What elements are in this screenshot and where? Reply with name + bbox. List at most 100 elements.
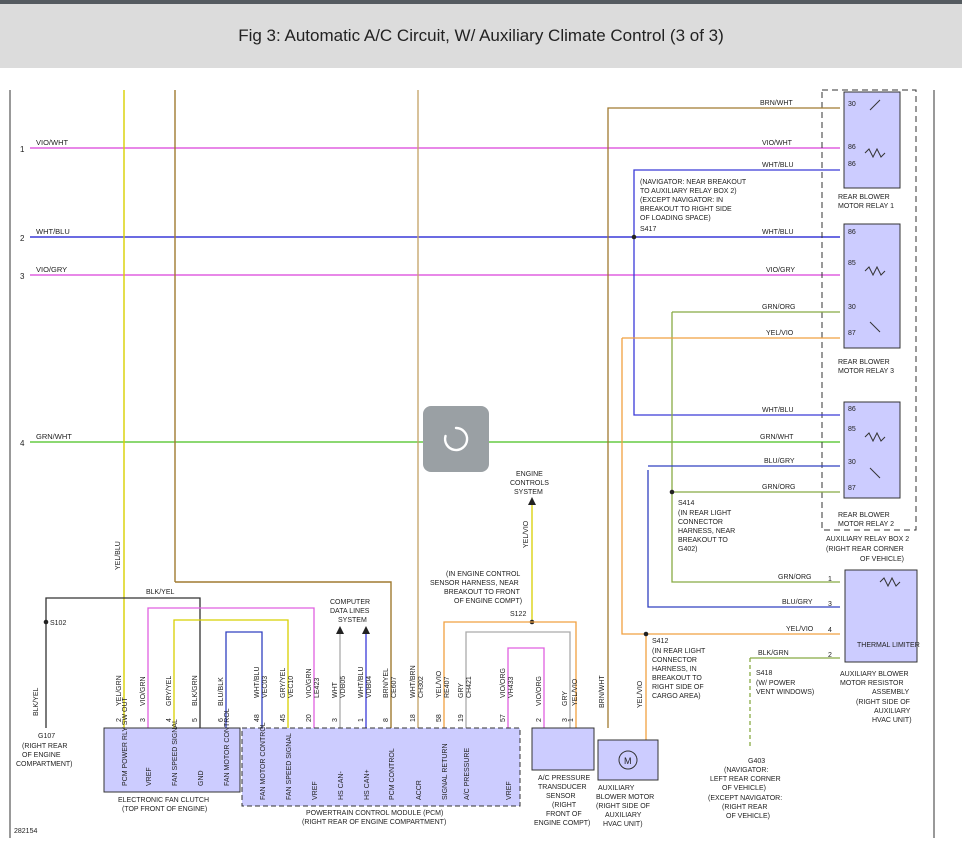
sensor-label-1: A/C PRESSURE bbox=[538, 775, 590, 782]
s417-note-4: BREAKOUT TO RIGHT SIDE bbox=[640, 206, 732, 213]
resistor-label-3: ASSEMBLY bbox=[872, 689, 910, 696]
pcm-circuit-id: RE407 bbox=[444, 676, 451, 698]
resistor-pin-1: 1 bbox=[828, 576, 832, 583]
s122-note-2: SENSOR HARNESS, NEAR bbox=[430, 580, 519, 587]
loading-spinner[interactable] bbox=[423, 406, 489, 472]
engine-controls-2: CONTROLS bbox=[510, 480, 549, 487]
s412-note-5: RIGHT SIDE OF bbox=[652, 684, 704, 691]
splice-s417: S417 bbox=[640, 226, 656, 233]
wire-blk-yel bbox=[45, 597, 201, 728]
resistor-pin-3: 3 bbox=[828, 601, 832, 608]
s412-note-3: HARNESS, IN bbox=[652, 666, 697, 673]
blower-label-4: AUXILIARY bbox=[605, 812, 642, 819]
line-number-3: 3 bbox=[20, 272, 25, 281]
relay2-coil bbox=[864, 431, 886, 443]
pcm-wire-label: GRY/YEL bbox=[280, 668, 287, 698]
wire-wht-blu-relay2 bbox=[633, 237, 840, 416]
wiring-diagram: 1 2 3 4 VIO/WHT WHT/BLU VIO/GRY GRN/WHT … bbox=[9, 89, 935, 838]
pcm-pin: 20 bbox=[306, 714, 313, 722]
splice-s418: S418 bbox=[756, 670, 772, 677]
pcm-circuit-id: VEC10 bbox=[288, 676, 295, 698]
pcm-circuit-id: VDB05 bbox=[340, 676, 347, 698]
s412-note-2: CONNECTOR bbox=[652, 657, 697, 664]
relay3-pin-86: 86 bbox=[848, 229, 856, 236]
relay2-pin-86: 86 bbox=[848, 406, 856, 413]
resistor-label-5: AUXILIARY bbox=[874, 708, 911, 715]
g403-note-4: (EXCEPT NAVIGATOR: bbox=[708, 795, 782, 802]
pcm-pin: 8 bbox=[383, 718, 390, 722]
fan-clutch-wire-label: VIO/GRN bbox=[140, 676, 147, 706]
wire-gry-sensor bbox=[465, 631, 571, 728]
pcm-function-label: PCM CONTROL bbox=[389, 748, 396, 800]
pcm-wire-label: WHT/BLU bbox=[358, 667, 365, 699]
pcm-wire-label: WHT/BRN bbox=[410, 665, 417, 698]
sensor-pin: 1 bbox=[568, 718, 575, 722]
pcm-function-label: VREF bbox=[312, 781, 319, 800]
splice-s102: S102 bbox=[50, 620, 66, 627]
sensor-wire-label: VIO/ORG bbox=[536, 676, 543, 706]
g403-note-3: OF VEHICLE) bbox=[722, 785, 766, 792]
relay2-switch bbox=[869, 467, 881, 479]
g403-note-2: LEFT REAR CORNER bbox=[710, 776, 781, 783]
pcm-pin: 1 bbox=[358, 718, 365, 722]
blower-label-1: AUXILIARY bbox=[598, 785, 635, 792]
sensor-pin: 2 bbox=[536, 718, 543, 722]
pcm-circuit-id: CE607 bbox=[391, 676, 398, 698]
wire-label-grn-org-relay3: GRN/ORG bbox=[762, 304, 795, 311]
fan-clutch-pin: 2 bbox=[116, 718, 123, 722]
g403-note-5: (RIGHT REAR bbox=[722, 804, 767, 811]
wire-label-grn-org-resistor: GRN/ORG bbox=[778, 574, 811, 581]
motor-symbol-circle bbox=[618, 750, 638, 770]
data-lines-2: DATA LINES bbox=[330, 608, 370, 615]
sensor-pin: 3 bbox=[562, 718, 569, 722]
s418-note-2: VENT WINDOWS) bbox=[756, 689, 814, 696]
pcm-circuit-id: VH433 bbox=[508, 676, 515, 698]
pcm-pin: 48 bbox=[254, 714, 261, 722]
thermal-limiter-label: THERMAL LIMITER bbox=[857, 642, 920, 649]
s412-note-6: CARGO AREA) bbox=[652, 693, 701, 700]
resistor-pin-4: 4 bbox=[828, 627, 832, 634]
wire-label-wht-blu-relay2: WHT/BLU bbox=[762, 407, 794, 414]
relay1-pin-86a: 86 bbox=[848, 144, 856, 151]
wire-label-blk-grn: BLK/GRN bbox=[758, 650, 789, 657]
s418-note-1: (W/ POWER bbox=[756, 680, 795, 687]
relay2-pin-85: 85 bbox=[848, 426, 856, 433]
engine-controls-3: SYSTEM bbox=[514, 489, 543, 496]
fan-clutch-circuit-label: VREF bbox=[146, 767, 153, 786]
sensor-label-3: SENSOR bbox=[546, 793, 576, 800]
relay2-pin-87: 87 bbox=[848, 485, 856, 492]
fan-clutch-circuit-label: GND bbox=[198, 770, 205, 786]
relay2-label-line1: REAR BLOWER bbox=[838, 512, 890, 519]
engine-controls-1: ENGINE bbox=[516, 471, 543, 478]
splice-s417-dot bbox=[631, 234, 637, 240]
data-lines-3: SYSTEM bbox=[338, 617, 367, 624]
pcm-pin: 45 bbox=[280, 714, 287, 722]
wire-vio-org-sensor bbox=[507, 647, 545, 728]
relay1-pin-30: 30 bbox=[848, 101, 856, 108]
fan-clutch-pin: 5 bbox=[192, 718, 199, 722]
g107-note-3: COMPARTMENT) bbox=[16, 761, 73, 768]
data-lines-arrow-right bbox=[362, 626, 370, 634]
pcm-circuit-id: LE423 bbox=[314, 678, 321, 698]
wire-brn-wht-right bbox=[607, 107, 840, 728]
engine-controls-arrow bbox=[528, 497, 536, 505]
fan-clutch-wire-label: BLK/GRN bbox=[192, 675, 199, 706]
s414-note-4: BREAKOUT TO bbox=[678, 537, 728, 544]
relay3-label-line2: MOTOR RELAY 3 bbox=[838, 368, 894, 375]
relay1-label-line2: MOTOR RELAY 1 bbox=[838, 203, 894, 210]
wire-label-brn-wht-right: BRN/WHT bbox=[760, 100, 793, 107]
wire-wht-blu-relay1 bbox=[633, 169, 840, 237]
wire-yel-vio-s122 bbox=[443, 621, 577, 728]
pcm-wire-label: WHT/BLU bbox=[254, 667, 261, 699]
blower-label-3: (RIGHT SIDE OF bbox=[596, 803, 650, 810]
pcm-function-label: HS CAN- bbox=[338, 771, 345, 800]
resistor-pin-2: 2 bbox=[828, 652, 832, 659]
splice-s414-dot bbox=[669, 489, 675, 495]
pcm-function-label: ACCR bbox=[416, 780, 423, 800]
s414-note-1: (IN REAR LIGHT bbox=[678, 510, 732, 517]
pcm-circuit-id: VEC03 bbox=[262, 676, 269, 698]
rear-blower-relay-2 bbox=[843, 401, 901, 499]
pcm-function-label: FAN SPEED SIGNAL bbox=[286, 733, 293, 800]
wire-label-wht-blu-relay1: WHT/BLU bbox=[762, 162, 794, 169]
pcm-pin: 3 bbox=[332, 718, 339, 722]
